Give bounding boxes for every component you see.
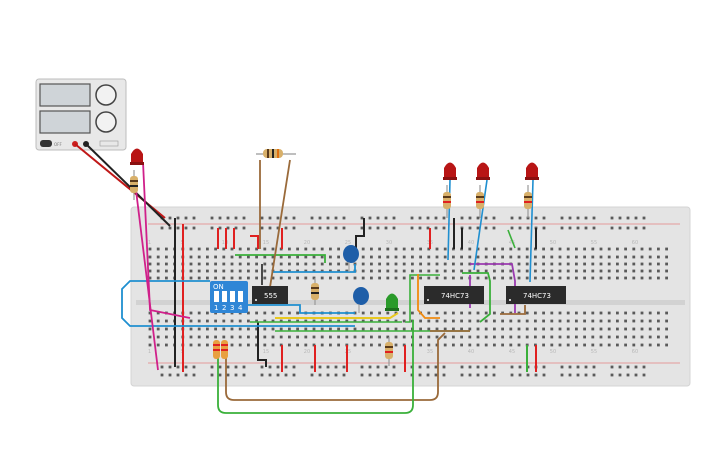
column-number: 40	[468, 349, 474, 355]
resistor-pulldown-2[interactable]	[221, 340, 228, 359]
resistor-led-4[interactable]	[524, 185, 532, 218]
dip-position-label: 3	[230, 304, 234, 312]
column-number: 55	[591, 349, 597, 355]
column-number: 10	[222, 240, 228, 246]
flipflop-a-label: 74HC73	[441, 292, 469, 300]
dip-position-label: 2	[222, 304, 226, 312]
dip-position-label: 4	[238, 304, 243, 312]
led-red-1[interactable]	[130, 148, 144, 166]
resistor-led-1[interactable]	[130, 170, 138, 200]
current-knob-icon[interactable]	[95, 111, 117, 133]
dip-switch-toggle[interactable]	[230, 291, 235, 302]
dip-switch-toggle[interactable]	[222, 291, 227, 302]
column-number: 1	[148, 349, 151, 355]
resistor-led-3[interactable]	[476, 185, 484, 218]
flipflop-74hc73-b[interactable]: 74HC73	[506, 286, 566, 304]
column-number: 45	[509, 349, 515, 355]
column-number: 40	[468, 240, 474, 246]
column-number: 30	[386, 240, 392, 246]
column-number: 50	[550, 240, 556, 246]
column-number: 60	[632, 240, 638, 246]
resistor-green-led[interactable]	[385, 337, 393, 366]
column-number: 20	[304, 349, 310, 355]
power-off-label: OFF	[54, 142, 62, 147]
power-lead-negative[interactable]	[85, 143, 171, 227]
dip-switch-toggle[interactable]	[238, 291, 243, 302]
power-switch[interactable]	[40, 140, 52, 147]
power-supply[interactable]: OFF	[35, 78, 127, 151]
flipflop-74hc73-a[interactable]: 74HC73	[424, 286, 484, 304]
column-number: 25	[345, 240, 351, 246]
column-number: 50	[550, 349, 556, 355]
led-red-3[interactable]	[476, 162, 490, 181]
led-green[interactable]	[385, 293, 399, 312]
column-number: 35	[427, 349, 433, 355]
voltage-knob-icon[interactable]	[95, 84, 117, 106]
resistor-led-2[interactable]	[443, 185, 451, 218]
timer-555-chip[interactable]: 555	[252, 286, 288, 304]
column-number: 1	[148, 240, 151, 246]
column-number: 45	[509, 240, 515, 246]
column-number: 20	[304, 240, 310, 246]
dip-on-label: ON	[213, 283, 224, 291]
dip-position-label: 1	[214, 304, 218, 312]
column-number: 55	[591, 240, 597, 246]
column-number: 60	[632, 349, 638, 355]
led-red-2[interactable]	[443, 162, 457, 181]
rail-jumpers[interactable]	[174, 218, 537, 372]
column-number: 15	[263, 349, 269, 355]
resistor-timing-2[interactable]	[311, 278, 319, 305]
capacitor-2[interactable]	[353, 287, 369, 313]
led-red-4[interactable]	[525, 162, 539, 181]
resistor-pulldown-1[interactable]	[213, 340, 220, 359]
column-number: 15	[263, 240, 269, 246]
timer-555-label: 555	[264, 292, 277, 300]
dip-switch-toggle[interactable]	[214, 291, 219, 302]
flipflop-b-label: 74HC73	[523, 292, 551, 300]
capacitor-1[interactable]	[343, 245, 359, 272]
resistor-timing[interactable]	[256, 149, 296, 158]
